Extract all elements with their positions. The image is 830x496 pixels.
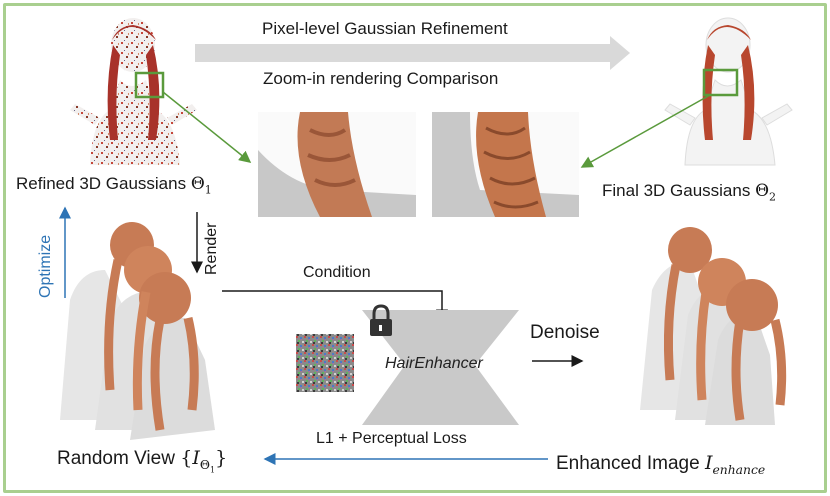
hair-enhancer-block (362, 310, 519, 425)
refinement-title: Pixel-level Gaussian Refinement (262, 19, 508, 38)
final-gaussians-figure (664, 17, 793, 166)
zoom-box-left (134, 71, 165, 99)
loss-label: L1 + Perceptual Loss (316, 430, 467, 447)
enhanced-image-label: Enhanced Image Ienhance (556, 452, 766, 477)
zoom-comparison-title: Zoom-in rendering Comparison (263, 69, 499, 88)
lock-icon (370, 304, 392, 336)
random-view-renders (60, 222, 215, 440)
diagram-border (3, 3, 827, 493)
zoom-arrow-left (162, 91, 252, 163)
hair-enhancer-label: HairEnhancer (385, 355, 483, 372)
optimize-label: Optimize (37, 234, 54, 298)
zoom-crop-after (432, 112, 579, 217)
denoise-label: Denoise (530, 322, 600, 343)
refinement-arrow (195, 36, 630, 70)
zoom-arrow-right (580, 94, 711, 168)
noise-latent (296, 334, 354, 392)
final-gaussians-label: Final 3D Gaussians Θ2 (602, 181, 777, 204)
render-label: Render (203, 222, 220, 275)
condition-label: Condition (303, 264, 371, 281)
enhanced-renders (640, 227, 787, 425)
random-view-label: Random View {IΘ1} (57, 447, 228, 475)
zoom-box-right (702, 68, 739, 97)
zoom-crop-before (258, 112, 416, 217)
refined-gaussians-label: Refined 3D Gaussians Θ1 (16, 174, 212, 197)
refined-gaussians-figure (70, 18, 197, 165)
